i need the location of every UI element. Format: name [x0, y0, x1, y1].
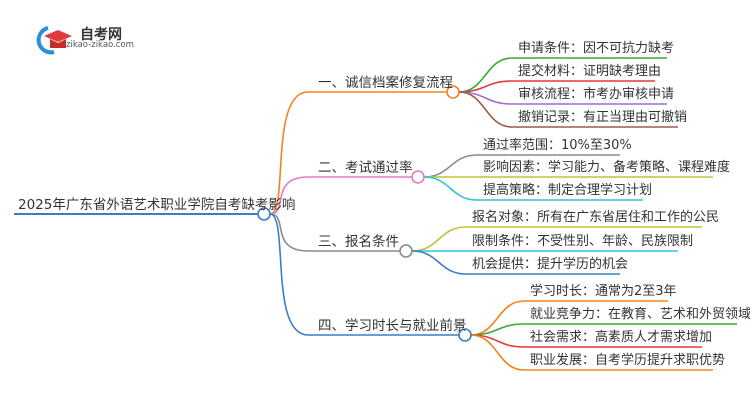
- branch-collapse-toggle[interactable]: [458, 328, 472, 342]
- leaf-connector: [458, 91, 678, 128]
- branch-collapse-toggle[interactable]: [399, 244, 413, 258]
- leaf-label: 申请条件：因不可抗力缺考: [518, 41, 675, 56]
- logo-title: 自考网: [80, 27, 122, 43]
- leaf-label: 就业竞争力：在教育、艺术和外贸领域: [530, 307, 750, 322]
- leaf-label: 限制条件：不受性别、年龄、民族限制: [472, 234, 694, 249]
- leaf-connector: [470, 300, 668, 336]
- leaf-label: 提交材料：证明缺考理由: [518, 64, 662, 79]
- leaf-label: 影响因素：学习能力、备考策略、课程难度: [483, 160, 731, 175]
- leaf-label: 职业发展：自考学历提升求职优势: [530, 353, 726, 368]
- leaf-connector: [411, 226, 702, 252]
- graduation-cap-icon: [36, 26, 72, 55]
- branch-label: 三、报名条件: [318, 234, 399, 250]
- leaf-connector: [458, 57, 667, 93]
- branch-connector: [269, 91, 447, 215]
- branch-connector: [269, 213, 459, 336]
- branch-connector: [269, 176, 412, 215]
- logo: [34, 22, 134, 55]
- leaf-label: 社会需求：高素质人才需求增加: [530, 330, 713, 345]
- leaf-label: 审核流程：市考办审核申请: [518, 87, 675, 102]
- root-node-label: 2025年广东省外语艺术职业学院自考缺考影响: [18, 197, 296, 213]
- logo-url: zikao-zikao.com: [66, 40, 134, 50]
- leaf-label: 机会提供：提升学历的机会: [472, 257, 629, 272]
- branch-collapse-toggle[interactable]: [446, 85, 460, 99]
- root-collapse-toggle[interactable]: [257, 207, 271, 221]
- branch-collapse-toggle[interactable]: [411, 170, 425, 184]
- branch-label: 四、学习时长与就业前景: [318, 318, 467, 334]
- leaf-label: 报名对象：所有在广东省居住和工作的公民: [472, 210, 720, 225]
- branch-label: 二、考试通过率: [318, 160, 413, 176]
- leaf-label: 提高策略：制定合理学习计划: [483, 183, 653, 198]
- leaf-connector: [411, 250, 620, 275]
- leaf-label: 撤销记录：有正当理由可撤销: [518, 110, 688, 125]
- branch-label: 一、诚信档案修复流程: [318, 75, 453, 91]
- leaf-label: 学习时长：通常为2至3年: [530, 284, 677, 299]
- leaf-connector: [470, 334, 713, 371]
- leaf-connector: [423, 176, 643, 201]
- leaf-label: 通过率范围：10%至30%: [483, 138, 632, 153]
- branch-connector: [269, 213, 400, 252]
